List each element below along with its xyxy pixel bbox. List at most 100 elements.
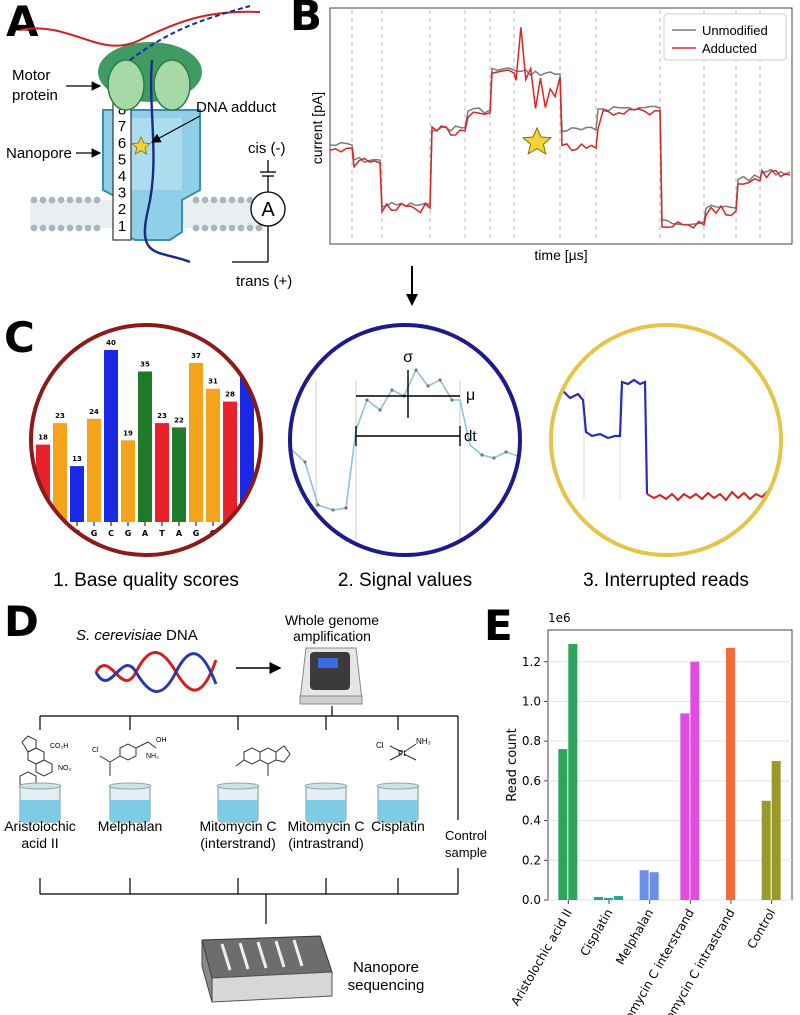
bar-2-2	[604, 898, 613, 900]
quality-bar	[155, 423, 169, 522]
bar-4-2	[690, 661, 700, 900]
quality-score-label: 23	[157, 412, 167, 420]
quality-score-label: 24	[89, 408, 99, 416]
quality-bar	[138, 371, 152, 522]
bar-3-1	[639, 870, 649, 900]
cisplatin-nh3: NH₃	[416, 737, 431, 746]
adduct-star-icon-trace	[521, 126, 553, 156]
motor-protein-label-2: protein	[12, 87, 58, 104]
mitomycin-structure-icon	[235, 745, 291, 776]
chart-frame	[547, 629, 793, 901]
aristolochic-acid-structure-icon	[19, 735, 53, 789]
dna-helix-icon	[94, 651, 218, 693]
x-tick-label: Control	[744, 907, 778, 952]
quality-score-label: 31	[208, 378, 218, 386]
quality-score-label: 19	[123, 429, 133, 437]
x-tick-label: Aristolochic acid II	[508, 907, 575, 1009]
beaker-icon	[18, 782, 62, 823]
quality-score-label: 18	[38, 434, 48, 442]
base-label: A	[142, 529, 149, 538]
cisplatin-structure-icon	[389, 743, 417, 761]
panel-d: D S. cerevisiae DNA Whole genome amplifi…	[4, 597, 487, 1003]
quality-bar	[206, 388, 220, 522]
bar-1-1	[558, 749, 568, 900]
trace-legend: Unmodified Adducted	[663, 13, 787, 61]
quality-score-label: 28	[225, 391, 235, 399]
sigma-symbol: σ	[403, 349, 413, 366]
dna-strand-red	[19, 10, 261, 47]
beaker-icon	[376, 782, 420, 823]
pcr-machine-icon	[299, 647, 363, 705]
base-label: G	[193, 529, 200, 538]
melphalan-nh2: NH₂	[146, 753, 159, 760]
x-tick-label: Cisplatin	[578, 907, 616, 959]
motor-protein	[98, 42, 202, 111]
quality-score-label: 35	[140, 361, 150, 369]
quality-score-label: 22	[174, 416, 184, 424]
interrupted-circle	[549, 323, 783, 557]
melphalan-oh: OH	[156, 737, 167, 744]
x-tick-label: Melphalan	[613, 907, 656, 968]
base-label: G	[125, 529, 132, 538]
base-label: C	[108, 529, 114, 538]
treatment-melphalan: Melphalan	[98, 818, 163, 834]
y-axis-label: Read count	[505, 728, 520, 801]
quality-bar	[223, 401, 237, 522]
cisplatin-cl: Cl	[376, 741, 384, 750]
panel-e-letter: E	[484, 601, 513, 650]
panel-b-letter: B	[290, 0, 322, 40]
sequencing-label-2: sequencing	[348, 977, 425, 994]
bar-5-1	[726, 647, 735, 900]
base-label: A	[176, 529, 183, 538]
quality-bar	[53, 423, 67, 522]
legend-unmodified: Unmodified	[702, 23, 768, 38]
quality-bar	[189, 362, 203, 522]
trans-label: trans (+)	[236, 273, 292, 290]
panel-a-letter: A	[6, 0, 39, 46]
trace-x-label: time [µs]	[534, 247, 587, 263]
y-tick-label: 0.0	[522, 893, 541, 907]
beaker-icon	[304, 782, 348, 823]
scale-label: 1e6	[548, 611, 571, 625]
pore-position-5: 5	[118, 151, 126, 168]
quality-score-label: 40	[106, 339, 116, 347]
quality-bar	[172, 427, 186, 522]
melphalan-cl: Cl	[92, 747, 99, 754]
bar-2-3	[614, 896, 623, 900]
y-tick-label: 0.2	[522, 853, 541, 867]
pore-position-6: 6	[118, 135, 126, 152]
treatment-mitomycin-intra-2: (intrastrand)	[288, 835, 363, 851]
pore-position-3: 3	[118, 185, 126, 202]
bar-4-1	[680, 713, 690, 900]
aristolochic-no2: NO₂	[58, 765, 72, 772]
pore-position-2: 2	[118, 201, 126, 218]
quality-bar	[70, 466, 84, 522]
y-tick-label: 0.6	[522, 774, 541, 788]
quality-circle	[29, 323, 263, 557]
treatment-mitomycin-inter-2: (interstrand)	[200, 835, 275, 851]
panel-d-letter: D	[4, 597, 39, 646]
legend-adducted: Adducted	[702, 41, 757, 56]
nanopore-body	[102, 81, 201, 241]
y-tick-label: 1.0	[522, 694, 541, 708]
treatment-control-1: Control	[445, 828, 487, 843]
quality-score-label: 23	[55, 412, 65, 420]
quality-bar	[104, 350, 118, 522]
adducted-trace	[329, 27, 791, 229]
treatment-mitomycin-inter-1: Mitomycin C	[199, 818, 276, 834]
mu-symbol: μ	[466, 387, 475, 404]
caption-quality-scores: 1. Base quality scores	[53, 570, 239, 591]
sequencer-icon	[201, 935, 333, 1003]
base-label: T	[159, 529, 165, 538]
y-tick-label: 0.8	[522, 734, 541, 748]
cis-label: cis (-)	[248, 140, 286, 157]
treatment-mitomycin-intra-1: Mitomycin C	[287, 818, 364, 834]
pore-position-1: 1	[118, 218, 126, 235]
dt-symbol: dt	[464, 428, 477, 445]
base-label: G	[91, 529, 98, 538]
quality-score-label: 13	[72, 455, 82, 463]
treatment-cisplatin: Cisplatin	[371, 818, 425, 834]
motor-protein-label-1: Motor	[12, 67, 50, 84]
